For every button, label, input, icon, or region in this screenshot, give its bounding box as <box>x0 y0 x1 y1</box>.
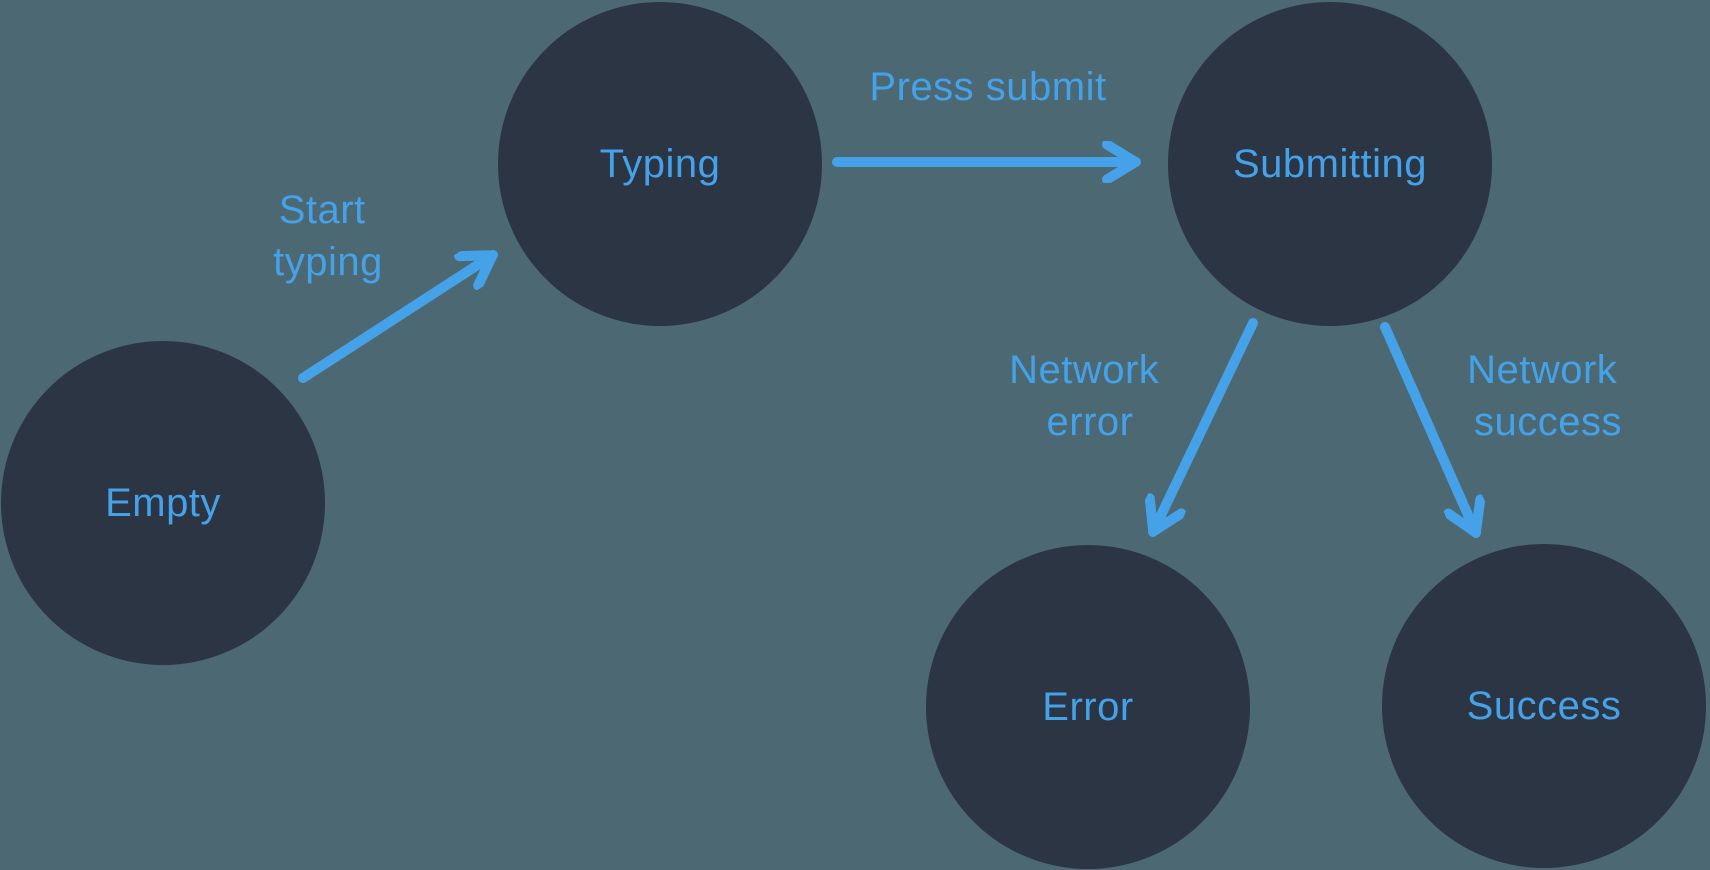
transition-label-line: Start <box>279 188 366 232</box>
transition-label-line: success <box>1474 400 1622 444</box>
transition-label-line: Network <box>1009 348 1160 392</box>
transition-label-line: Network <box>1467 348 1618 392</box>
state-node-submitting <box>1168 2 1492 326</box>
transition-label-press-submit: Press submit <box>869 65 1106 109</box>
state-node-typing <box>498 2 822 326</box>
state-label-empty: Empty <box>105 481 221 525</box>
transition-arrow-start-typing <box>298 250 498 383</box>
transition-label-line: typing <box>273 240 383 284</box>
state-node-success <box>1382 544 1706 868</box>
state-success: Success <box>1382 544 1706 868</box>
transition-network-success: Network success <box>1380 322 1629 538</box>
state-label-typing: Typing <box>600 142 721 186</box>
state-error: Error <box>926 545 1250 869</box>
transition-press-submit: Press submit <box>832 65 1141 162</box>
state-label-success: Success <box>1467 684 1622 728</box>
transition-start-typing: Start typing <box>273 188 498 383</box>
state-label-submitting: Submitting <box>1233 142 1427 186</box>
state-empty: Empty <box>1 341 325 665</box>
state-typing: Typing <box>498 2 822 326</box>
state-node-error <box>926 545 1250 869</box>
transition-label-network-error: Network error <box>1009 348 1171 444</box>
transition-label-line: error <box>1047 400 1134 444</box>
state-label-error: Error <box>1042 685 1133 729</box>
state-node-empty <box>1 341 325 665</box>
transition-label-start-typing: Start typing <box>273 188 383 284</box>
transition-label-network-success: Network success <box>1467 348 1629 444</box>
state-submitting: Submitting <box>1168 2 1492 326</box>
transition-arrow-network-error <box>1153 318 1258 537</box>
transition-arrow-network-success <box>1380 322 1476 538</box>
transition-network-error: Network error <box>1009 318 1258 537</box>
